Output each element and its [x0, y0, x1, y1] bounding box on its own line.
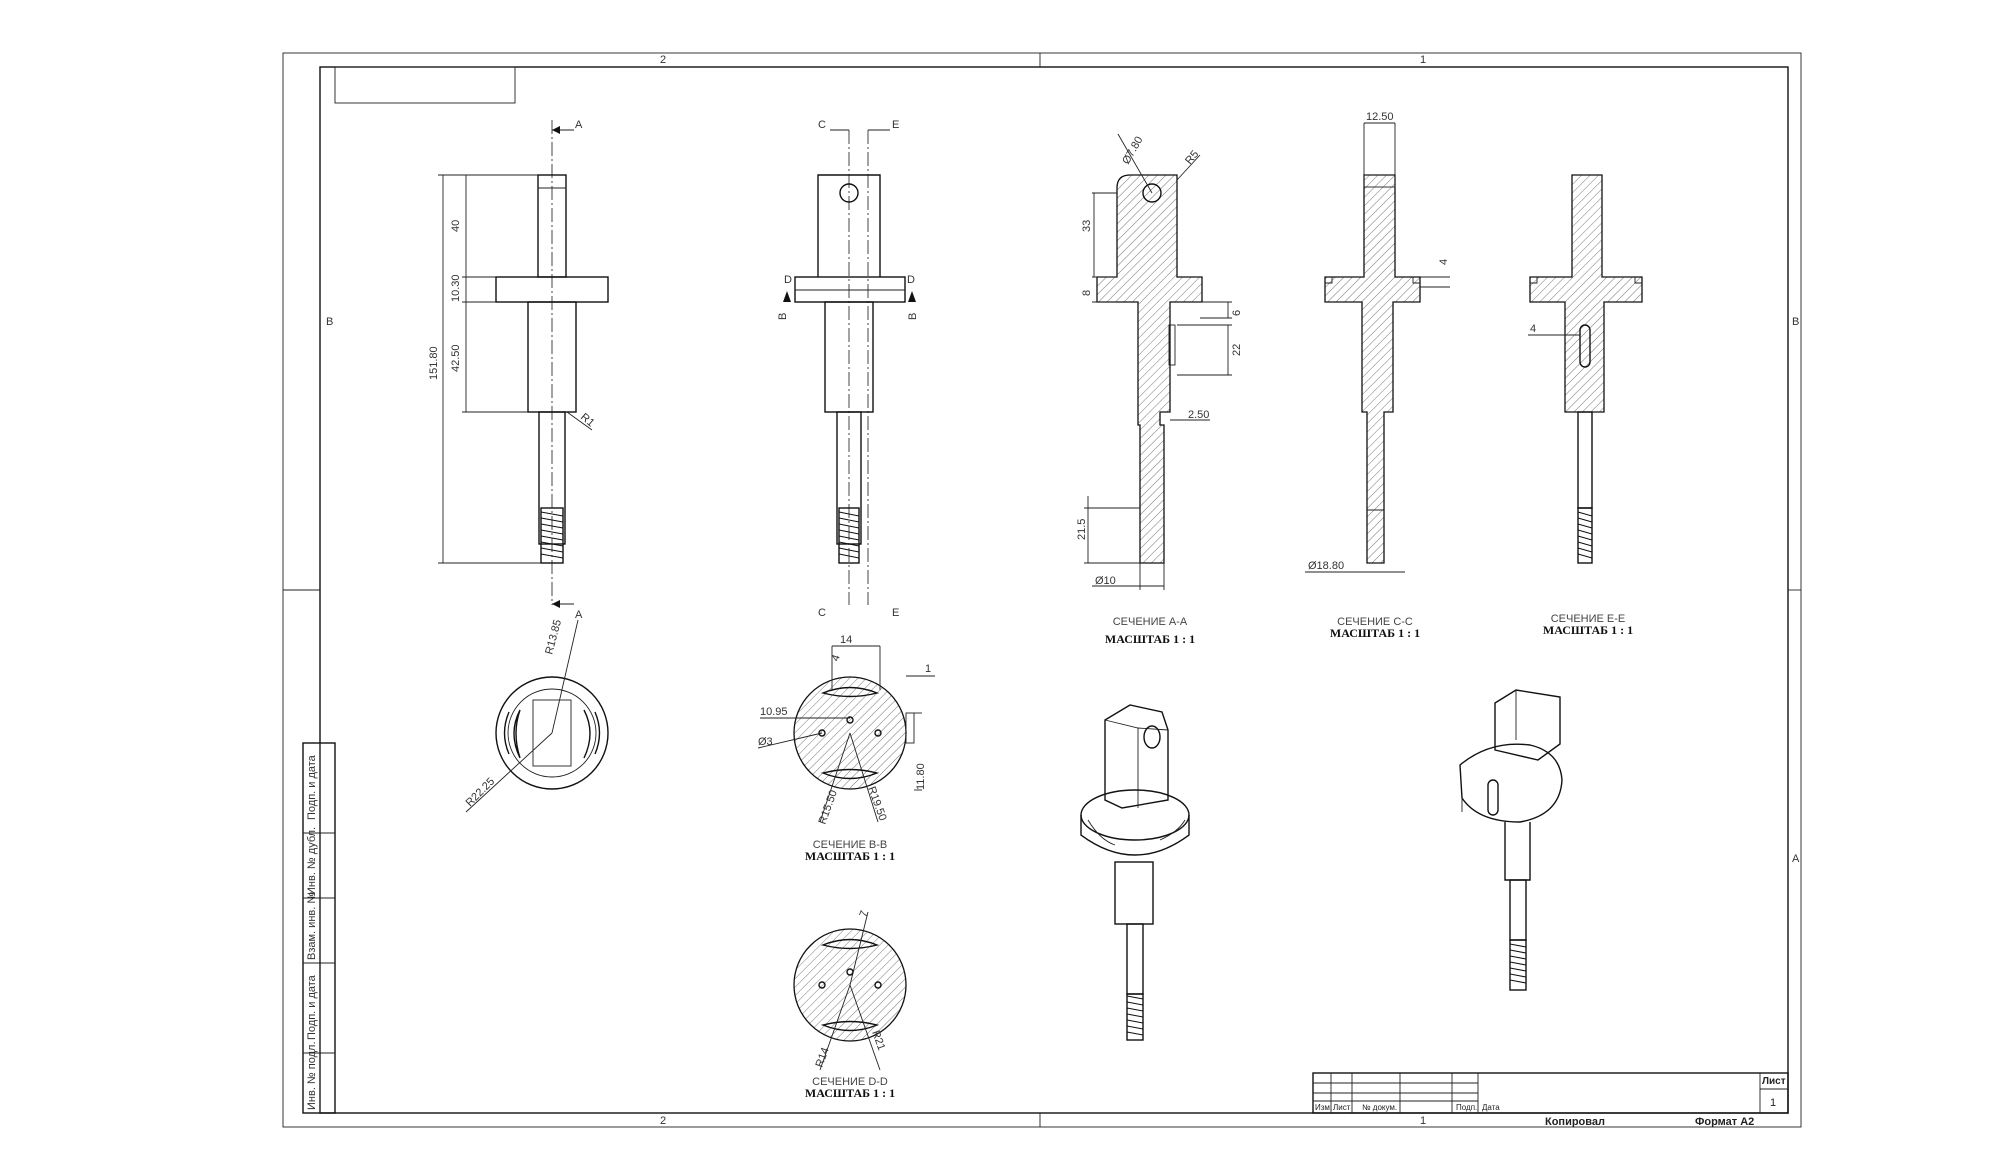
aa-scale: МАСШТАБ 1 : 1 — [1105, 632, 1195, 646]
top-view: R13.85 R22.25 — [464, 618, 609, 813]
bb-scale: МАСШТАБ 1 : 1 — [805, 849, 895, 863]
section-a-a: 33 8 Ø7.80 R5 6 22 2.50 21.5 Ø10 СЕЧЕНИЕ… — [1076, 133, 1243, 646]
top-dim-r13-85: R13.85 — [543, 618, 564, 655]
bb-dim-4: 4 — [830, 653, 843, 663]
dd-dim-r21: R21 — [869, 1029, 887, 1052]
mark-d-right: D — [907, 274, 915, 286]
dd-caption: СЕЧЕНИЕ D-D — [812, 1076, 888, 1088]
zone-bottom-2: 2 — [660, 1115, 666, 1127]
cc-scale: МАСШТАБ 1 : 1 — [1330, 626, 1420, 640]
section-c-c: 12.50 4 Ø18.80 СЕЧЕНИЕ C-C МАСШТАБ 1 : 1 — [1305, 111, 1450, 640]
mark-c-top: C — [818, 119, 826, 131]
aa-dim-d10: Ø10 — [1095, 575, 1116, 587]
dim-42-50: 42.50 — [450, 344, 462, 372]
stamp-sign-date-2: Подп. и дата — [306, 974, 318, 1040]
aa-dim-6: 6 — [1231, 310, 1243, 316]
bb-dim-r19-50: R19.50 — [865, 785, 888, 822]
tb-copied: Копировал — [1545, 1116, 1605, 1128]
aa-dim-21-5: 21.5 — [1076, 519, 1088, 540]
aa-dim-d7-80: Ø7.80 — [1120, 135, 1145, 167]
dim-151-80: 151.80 — [428, 346, 440, 380]
ee-thread — [1577, 511, 1593, 559]
zone-top-1: 1 — [1420, 54, 1426, 66]
section-a-mark-bottom: A — [575, 609, 583, 621]
bb-caption: СЕЧЕНИЕ B-B — [813, 839, 888, 851]
ee-caption: СЕЧЕНИЕ E-E — [1551, 613, 1626, 625]
tb-col-sheet: Лист — [1333, 1103, 1351, 1112]
cc-dim-12-50: 12.50 — [1366, 111, 1394, 123]
bb-dim-d3: Ø3 — [758, 736, 773, 748]
side-view: C E C E D D B B — [777, 119, 919, 619]
iso1-thread — [1126, 995, 1144, 1036]
aa-dim-r5: R5 — [1183, 148, 1201, 166]
section-a-mark-top: A — [575, 119, 583, 131]
iso2-thread — [1509, 943, 1527, 984]
zone-left-b: B — [326, 316, 333, 328]
dd-scale: МАСШТАБ 1 : 1 — [805, 1086, 895, 1100]
section-b-b: 14 4 1 10.95 Ø3 11.80 R15.50 R19.50 СЕЧЕ… — [757, 634, 935, 863]
dim-40: 40 — [450, 220, 462, 232]
cc-dim-d18-80: Ø18.80 — [1308, 560, 1344, 572]
tb-col-doc: № докум. — [1362, 1103, 1397, 1112]
bb-dim-10-95: 10.95 — [760, 706, 788, 718]
ee-scale: МАСШТАБ 1 : 1 — [1543, 623, 1633, 637]
side-stamp: Подп. и дата Инв. № дубл. Взам. инв. № П… — [302, 742, 336, 1114]
bb-dim-11-80: 11.80 — [915, 763, 927, 790]
mark-c-bottom: C — [818, 607, 826, 619]
mark-e-top: E — [892, 119, 899, 131]
isometric-view-1 — [1080, 704, 1190, 1041]
bb-dim-r15-50: R15.50 — [817, 789, 840, 826]
cc-dim-4: 4 — [1438, 259, 1450, 265]
section-d-d: 7 R14 R21 СЕЧЕНИЕ D-D МАСШТАБ 1 : 1 — [793, 909, 907, 1100]
zone-right-a: A — [1792, 853, 1800, 865]
aa-dim-8: 8 — [1081, 290, 1093, 296]
tb-format: Формат А2 — [1695, 1116, 1754, 1128]
bb-dim-1: 1 — [925, 663, 931, 675]
mark-b-left: B — [777, 313, 789, 320]
dd-dim-7: 7 — [858, 909, 871, 919]
stamp-orig-inv: Инв. № подл. — [306, 1041, 318, 1110]
mark-b-right: B — [907, 313, 919, 320]
title-block: Изм. Лист № докум. Подп. Лист 1 Копирова… — [1312, 1072, 1789, 1128]
ee-dim-4: 4 — [1530, 323, 1536, 335]
tb-col-change: Изм. — [1315, 1103, 1332, 1112]
side-thread — [838, 511, 860, 559]
aa-caption: СЕЧЕНИЕ A-A — [1113, 616, 1188, 628]
tb-sheet-label: Лист — [1762, 1076, 1786, 1087]
dim-10-30: 10.30 — [450, 274, 462, 302]
front-thread — [540, 511, 564, 559]
zone-right-b: B — [1792, 316, 1799, 328]
aa-dim-22: 22 — [1231, 344, 1243, 356]
stamp-sign-date-1: Подп. и дата — [306, 754, 318, 820]
tb-sheet-number: 1 — [1770, 1097, 1776, 1109]
top-dim-r22-25: R22.25 — [464, 776, 498, 810]
sheet-frame: 2 1 2 1 B B A — [282, 52, 1802, 1128]
stamp-repl-inv: Взам. инв. № — [306, 892, 318, 960]
tb-col-date: Дата — [1482, 1103, 1500, 1112]
aa-dim-33: 33 — [1081, 220, 1093, 232]
mark-d-left: D — [784, 274, 792, 286]
stamp-dup-inv: Инв. № дубл. — [306, 827, 318, 895]
aa-dim-2-50: 2.50 — [1188, 409, 1209, 421]
tb-col-sign: Подп. — [1456, 1103, 1477, 1112]
cc-caption: СЕЧЕНИЕ C-C — [1337, 616, 1413, 628]
bb-dim-14: 14 — [840, 634, 852, 646]
zone-bottom-1: 1 — [1420, 1115, 1426, 1127]
dd-dim-r14: R14 — [814, 1046, 832, 1069]
zone-top-2: 2 — [660, 54, 666, 66]
mark-e-bottom: E — [892, 607, 899, 619]
front-view: A A 40 10.30 42.50 151.80 R1 — [428, 119, 609, 621]
isometric-view-2 — [1459, 689, 1563, 991]
section-e-e: 4 СЕЧЕНИЕ E-E МАСШТАБ 1 : 1 — [1528, 174, 1643, 637]
dim-r1: R1 — [578, 411, 596, 429]
